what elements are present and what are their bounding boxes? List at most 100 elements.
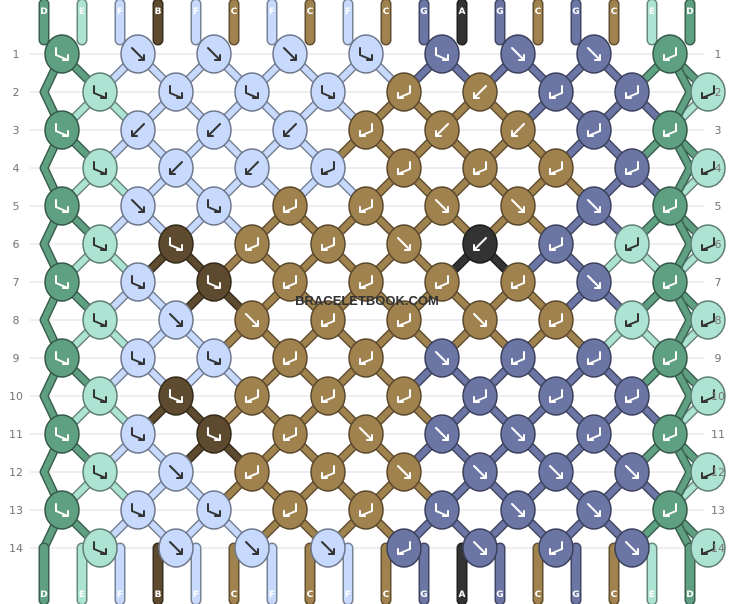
knot-body xyxy=(82,452,118,492)
row-number-left: 9 xyxy=(13,352,20,365)
knot xyxy=(538,528,574,568)
knot xyxy=(158,224,194,264)
knot xyxy=(576,110,612,150)
knot xyxy=(386,224,422,264)
knot-arrow-icon xyxy=(283,47,297,61)
knot-body xyxy=(272,490,308,530)
knot xyxy=(500,414,536,454)
knot-arrow-icon xyxy=(663,123,677,137)
knot xyxy=(234,452,270,492)
knot xyxy=(348,186,384,226)
row-number-left: 4 xyxy=(13,162,20,175)
knot-arrow-icon xyxy=(397,541,411,555)
knot-arrow-icon xyxy=(359,199,373,213)
knot-arrow-icon xyxy=(511,199,525,213)
knot-body xyxy=(120,490,156,530)
knot xyxy=(576,490,612,530)
knot xyxy=(310,300,346,340)
knot-arrow-icon xyxy=(207,275,221,289)
string-letter: E xyxy=(79,7,85,17)
knot xyxy=(690,528,726,568)
knot-body xyxy=(386,300,422,340)
knot xyxy=(196,414,232,454)
string-letter: G xyxy=(496,7,503,17)
row-number-right: 7 xyxy=(715,276,722,289)
knot-arrow-icon xyxy=(701,237,715,251)
knot-grid xyxy=(44,34,726,568)
knot-body xyxy=(690,452,726,492)
knot-body xyxy=(158,376,194,416)
knot-arrow-icon xyxy=(473,85,487,99)
knot xyxy=(500,110,536,150)
row-number-right: 13 xyxy=(711,504,725,517)
knot-body xyxy=(348,186,384,226)
row-number-right: 3 xyxy=(715,124,722,137)
knot xyxy=(576,186,612,226)
knot-arrow-icon xyxy=(283,503,297,517)
knot xyxy=(82,452,118,492)
knot xyxy=(576,34,612,74)
knot-arrow-icon xyxy=(397,465,411,479)
knot-arrow-icon xyxy=(587,47,601,61)
knot-arrow-icon xyxy=(283,275,297,289)
knot xyxy=(272,414,308,454)
knot xyxy=(462,72,498,112)
knot xyxy=(196,186,232,226)
string-letter: E xyxy=(649,590,655,600)
knot-body xyxy=(690,300,726,340)
knot xyxy=(310,148,346,188)
knot xyxy=(538,300,574,340)
knot-body xyxy=(500,262,536,302)
knot xyxy=(424,414,460,454)
knot-body xyxy=(614,72,650,112)
knot xyxy=(234,376,270,416)
knot-arrow-icon xyxy=(549,85,563,99)
knot-arrow-icon xyxy=(169,389,183,403)
knot-body xyxy=(44,34,80,74)
knot-arrow-icon xyxy=(663,503,677,517)
knot xyxy=(234,300,270,340)
knot-body xyxy=(424,490,460,530)
knot xyxy=(196,338,232,378)
string-letter: D xyxy=(40,590,47,600)
knot-body xyxy=(652,338,688,378)
knot-body xyxy=(196,414,232,454)
knot xyxy=(82,224,118,264)
knot-body xyxy=(348,338,384,378)
knot-body xyxy=(576,414,612,454)
row-number-right: 8 xyxy=(715,314,722,327)
knot xyxy=(44,338,80,378)
knot xyxy=(652,338,688,378)
knot-arrow-icon xyxy=(93,237,107,251)
row-number-right: 5 xyxy=(715,200,722,213)
knot-arrow-icon xyxy=(359,123,373,137)
knot-arrow-icon xyxy=(549,161,563,175)
knot-arrow-icon xyxy=(587,275,601,289)
knot-arrow-icon xyxy=(207,351,221,365)
knot-arrow-icon xyxy=(511,275,525,289)
knot-arrow-icon xyxy=(549,465,563,479)
knot xyxy=(158,72,194,112)
knot xyxy=(652,110,688,150)
string-letter: G xyxy=(572,7,579,17)
knot-arrow-icon xyxy=(663,351,677,365)
knot-arrow-icon xyxy=(245,465,259,479)
row-number-left: 10 xyxy=(9,390,23,403)
knot-arrow-icon xyxy=(207,123,221,137)
knot-arrow-icon xyxy=(283,351,297,365)
knot xyxy=(576,262,612,302)
knot-arrow-icon xyxy=(55,275,69,289)
knot xyxy=(652,262,688,302)
knot-arrow-icon xyxy=(359,47,373,61)
knot xyxy=(386,528,422,568)
knot-arrow-icon xyxy=(473,237,487,251)
knot xyxy=(82,300,118,340)
knot xyxy=(120,262,156,302)
knot-body xyxy=(652,414,688,454)
knot xyxy=(424,186,460,226)
knot xyxy=(348,34,384,74)
knot xyxy=(462,148,498,188)
knot-arrow-icon xyxy=(245,161,259,175)
knot-arrow-icon xyxy=(55,199,69,213)
knot-arrow-icon xyxy=(321,389,335,403)
